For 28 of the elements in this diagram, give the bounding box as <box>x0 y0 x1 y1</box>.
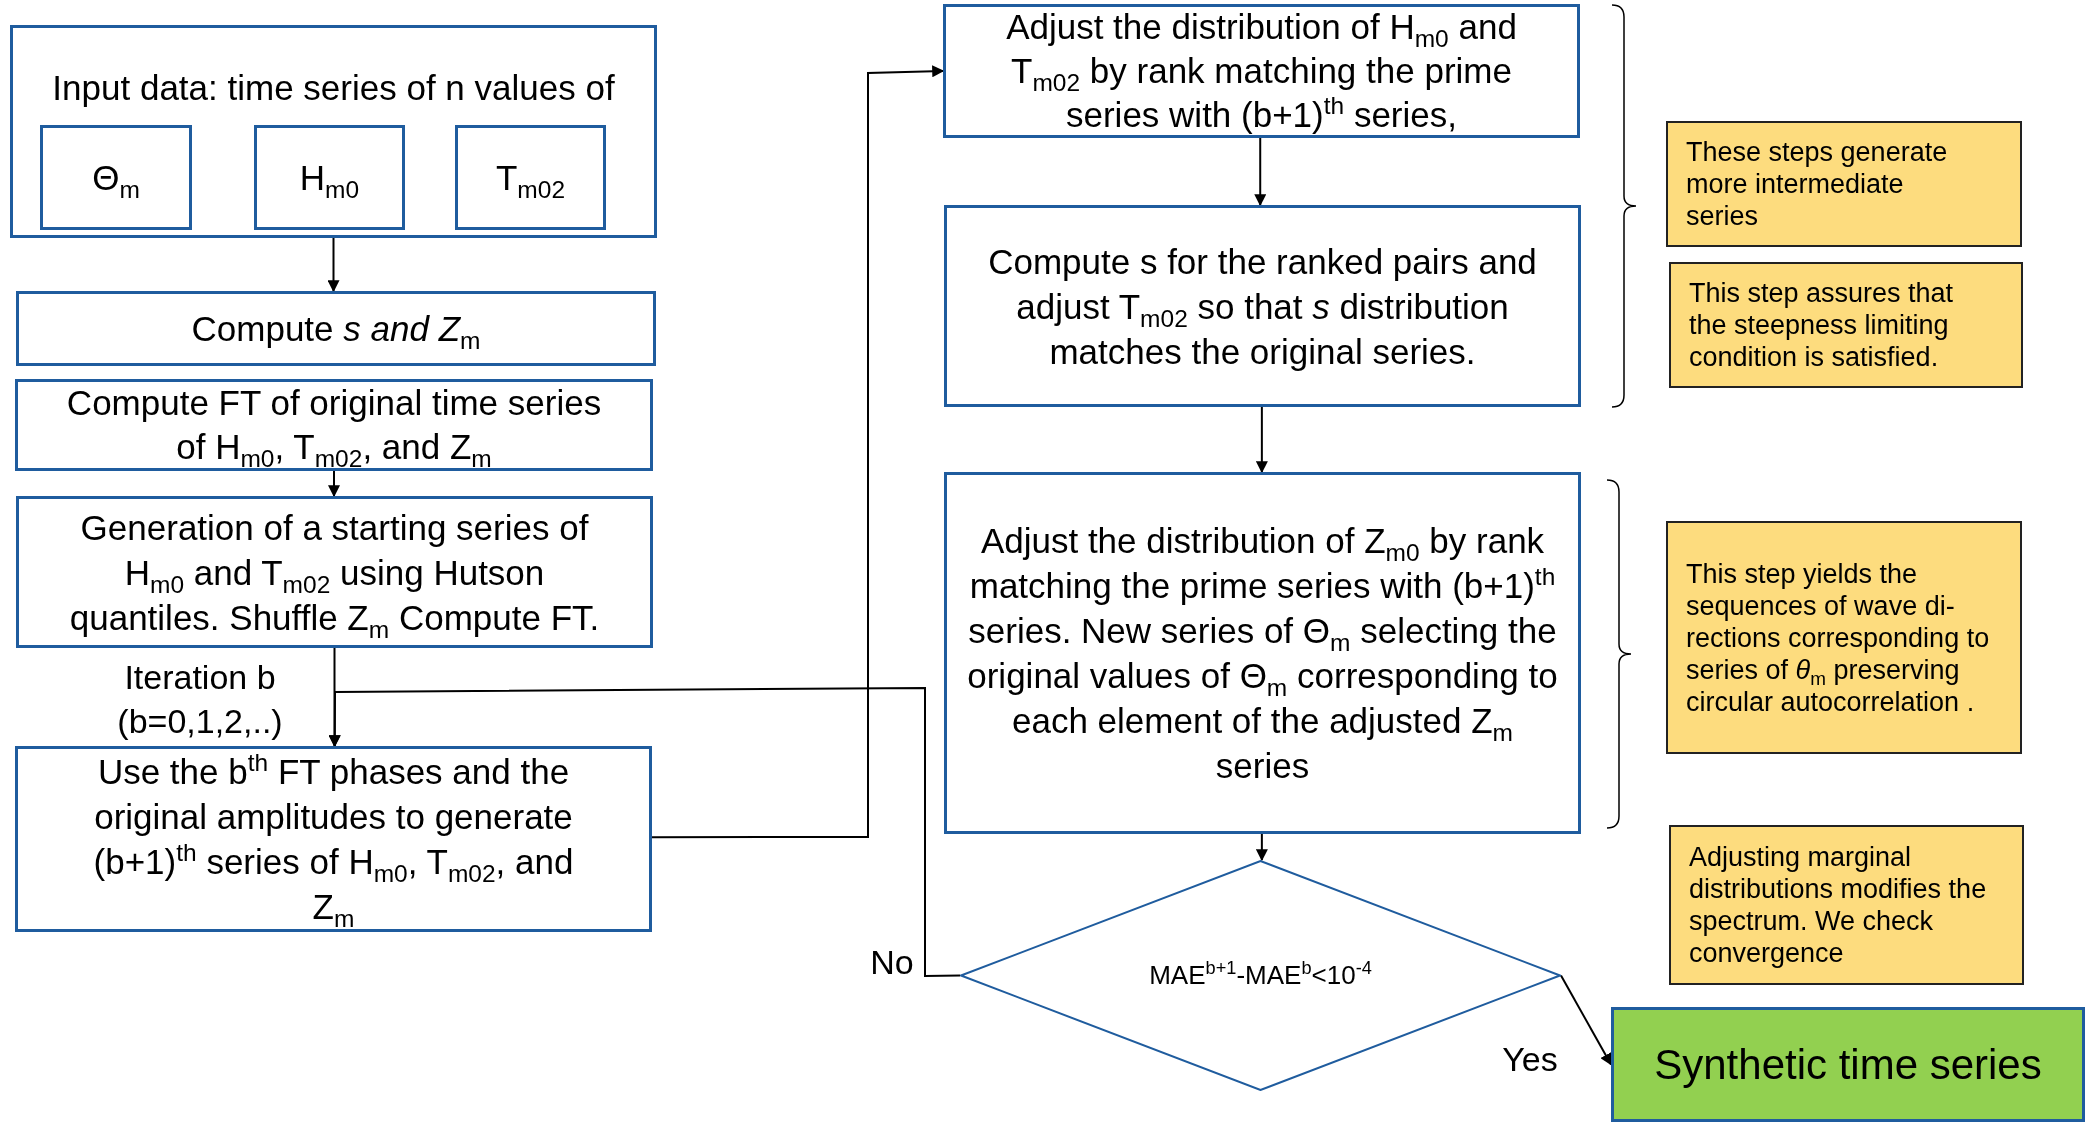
edge-label: Iteration b (b=0,1,2,..) <box>116 657 284 742</box>
process-box: Compute s for the ranked pairs and adjust T$_{m02}$ so that s distribution matches the original series. <box>944 205 1581 407</box>
arrow <box>651 65 945 839</box>
note-box: This step yields the sequences of wave di- rections corresponding to series of θ$_{m}$ preserving circular autocorrelation . <box>1666 521 2022 754</box>
variable-box: Θ$_{m}$ <box>40 125 192 230</box>
arrow <box>1560 974 1612 1066</box>
edge-label: No <box>869 942 915 983</box>
input-box <box>10 25 657 238</box>
arrow <box>1254 137 1267 207</box>
note-box: These steps generate more intermediate series <box>1666 121 2022 247</box>
edge-label: Yes <box>1501 1039 1559 1080</box>
heading-text: Input data: time series of n values of <box>52 67 615 109</box>
process-box: Adjust the distribution of Z$_{m0}$ by rank matching the prime series with (b+1)$^{th}$ series. New series of Θ$_{m}$ selecting the original values of Θ$_{m}$ corresponding to each element of the adjusted Z$_{m}$ series <box>944 472 1581 834</box>
variable-box: T$_{m02}$ <box>455 125 606 230</box>
variable-box: H$_{m0}$ <box>254 125 405 230</box>
arrow <box>328 470 340 498</box>
process-box: Use the b$^{th}$ FT phases and the original amplitudes to generate (b+1)$^{th}$ series of H$_{m0}$, T$_{m02}$, and Z$_{m}$ <box>15 746 652 932</box>
arrow <box>1255 406 1268 474</box>
note-box: This step assures that the steepness limiting condition is satisfied. <box>1669 262 2023 388</box>
arrow <box>328 687 961 977</box>
process-box: Compute s and Z$_{m}$ <box>16 291 656 366</box>
process-box: Adjust the distribution of H$_{m0}$ and T$_{m02}$ by rank matching the prime series with (b+1)$^{th}$ series, <box>943 4 1580 138</box>
arrow <box>327 237 340 293</box>
process-box: Compute FT of original time series of H$_{m0}$, T$_{m02}$, and Z$_{m}$ <box>15 379 653 471</box>
process-box: Generation of a starting series of H$_{m0}$ and T$_{m02}$ using Hutson quantiles. Shuffle Z$_{m}$ Compute FT. <box>16 496 653 648</box>
result-box: Synthetic time series <box>1611 1007 2085 1122</box>
arrow <box>1255 833 1268 862</box>
note-box: Adjusting marginal distributions modifies the spectrum. We check convergence <box>1669 825 2024 985</box>
